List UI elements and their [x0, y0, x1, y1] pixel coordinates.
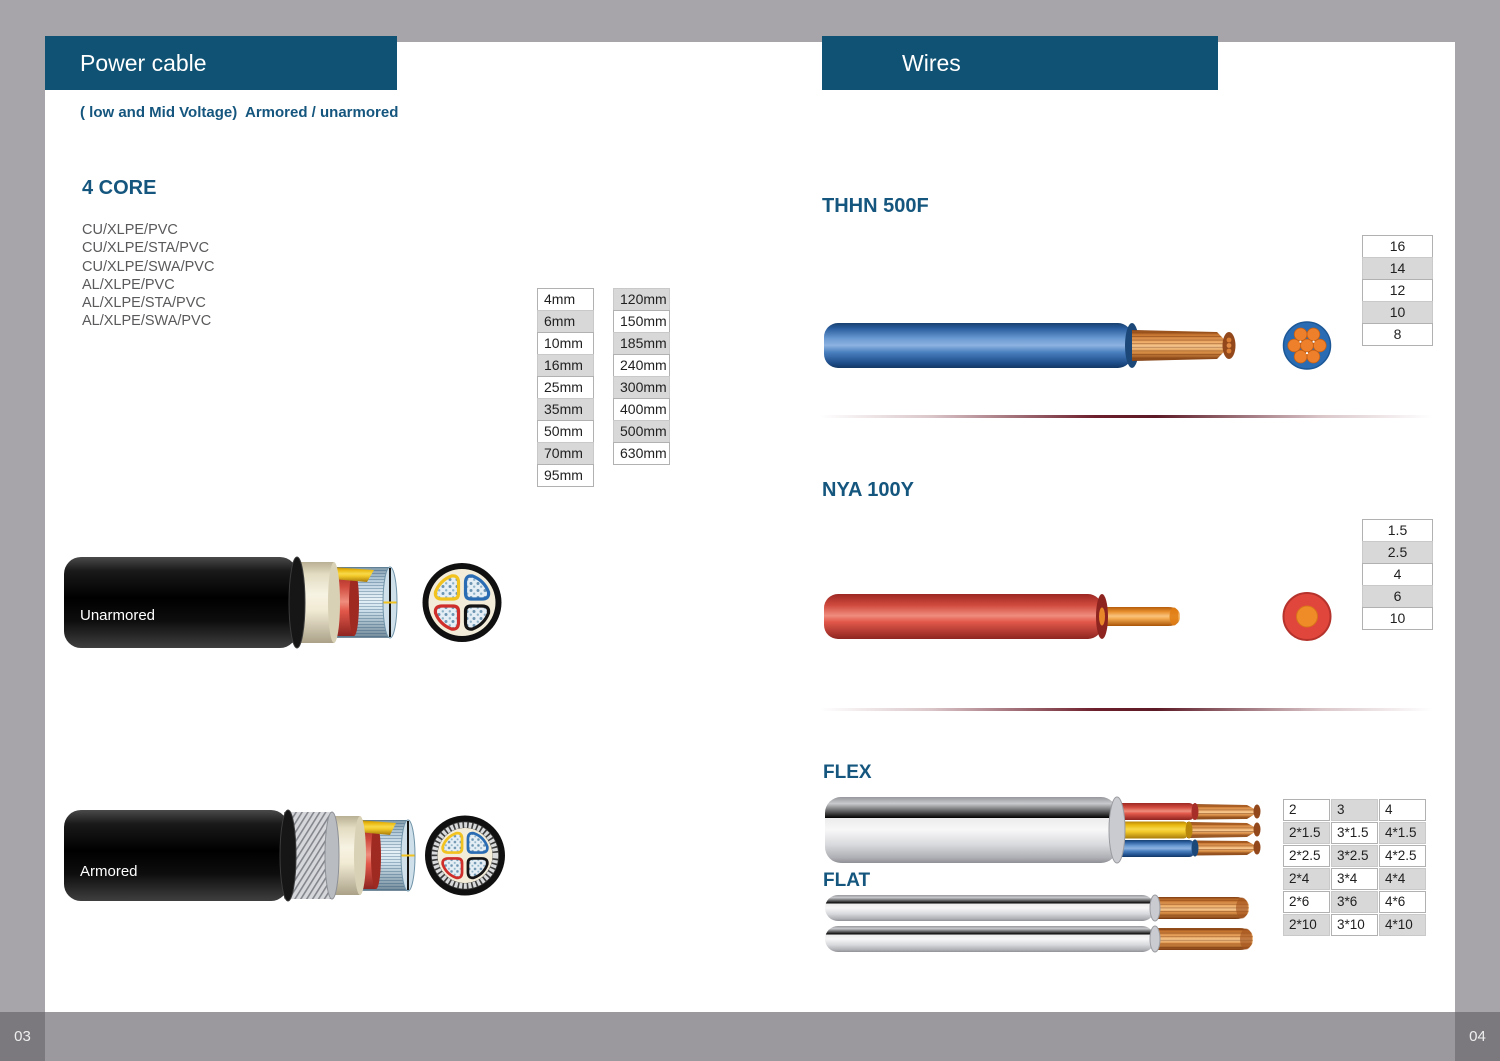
thhn-wire-illustration — [824, 321, 1332, 370]
size-cell: 300mm — [613, 376, 670, 399]
grid-cell: 4*6 — [1379, 891, 1426, 913]
size-cell: 95mm — [537, 464, 594, 487]
size-cell: 185mm — [613, 332, 670, 355]
size-cell: 16 — [1362, 235, 1433, 258]
size-table-col2: 120mm 150mm 185mm 240mm 300mm 400mm 500m… — [613, 288, 670, 465]
grid-cell: 2*6 — [1283, 891, 1330, 913]
four-core-heading: 4 CORE — [82, 177, 157, 199]
cable-type-list: CU/XLPE/PVC CU/XLPE/STA/PVC CU/XLPE/SWA/… — [82, 221, 214, 331]
size-cell: 240mm — [613, 354, 670, 377]
size-cell: 120mm — [613, 288, 670, 311]
size-cell: 10 — [1362, 607, 1433, 630]
armored-cable-illustration — [64, 809, 505, 902]
grid-cell: 2*4 — [1283, 868, 1330, 890]
flat-cable-illustration — [825, 894, 1253, 953]
size-cell: 4 — [1362, 563, 1433, 586]
flex-cable-illustration — [825, 796, 1261, 864]
thhn-size-table: 16 14 12 10 8 — [1362, 235, 1433, 346]
flex-heading: FLEX — [823, 762, 872, 783]
unarmored-label: Unarmored — [80, 607, 156, 624]
nya-size-table: 1.5 2.5 4 6 10 — [1362, 519, 1433, 630]
size-cell: 6mm — [537, 310, 594, 333]
section-separator — [820, 415, 1432, 418]
thhn-cross-section — [1282, 321, 1332, 370]
grid-cell: 3*2.5 — [1331, 845, 1378, 867]
size-cell: 35mm — [537, 398, 594, 421]
page-number-left: 03 — [0, 1012, 45, 1061]
size-cell: 50mm — [537, 420, 594, 443]
grid-cell: 4*2.5 — [1379, 845, 1426, 867]
size-cell: 4mm — [537, 288, 594, 311]
grid-cell: 4*10 — [1379, 914, 1426, 936]
armored-cross-section — [425, 815, 505, 896]
grid-cell: 3*6 — [1331, 891, 1378, 913]
size-cell: 70mm — [537, 442, 594, 465]
grid-cell: 2*1.5 — [1283, 822, 1330, 844]
page-number-right: 04 — [1455, 1012, 1500, 1061]
cable-type: CU/XLPE/PVC — [82, 222, 178, 238]
grid-cell: 4*1.5 — [1379, 822, 1426, 844]
cable-type: AL/XLPE/STA/PVC — [82, 295, 206, 312]
size-cell: 1.5 — [1362, 519, 1433, 542]
nya-wire-illustration — [824, 592, 1332, 641]
unarmored-cable-illustration — [64, 556, 502, 649]
size-cell: 8 — [1362, 323, 1433, 346]
cable-type: CU/XLPE/STA/PVC — [82, 240, 210, 257]
nya-cross-section — [1282, 592, 1332, 641]
size-table-col1: 4mm 6mm 10mm 16mm 25mm 35mm 50mm 70mm 95… — [537, 288, 594, 487]
grid-cell: 2*10 — [1283, 914, 1330, 936]
size-cell: 10mm — [537, 332, 594, 355]
size-cell: 150mm — [613, 310, 670, 333]
section-separator — [820, 708, 1432, 711]
footer-band — [0, 1012, 1500, 1061]
thhn-heading: THHN 500F — [822, 195, 929, 217]
size-cell: 10 — [1362, 301, 1433, 324]
unarmored-cross-section — [422, 563, 502, 642]
wires-banner: Wires — [822, 36, 1218, 90]
size-cell: 6 — [1362, 585, 1433, 608]
grid-cell: 4 — [1379, 799, 1426, 821]
flat-heading: FLAT — [823, 870, 871, 891]
grid-cell: 2*2.5 — [1283, 845, 1330, 867]
size-cell: 25mm — [537, 376, 594, 399]
grid-cell: 2 — [1283, 799, 1330, 821]
flex-flat-size-grid: 2 3 4 2*1.5 3*1.5 4*1.5 2*2.5 3*2.5 4*2.… — [1283, 799, 1426, 936]
grid-cell: 3*10 — [1331, 914, 1378, 936]
power-cable-banner: Power cable — [45, 36, 397, 90]
voltage-subtitle: ( low and Mid Voltage) Armored / unarmor… — [80, 104, 399, 121]
size-cell: 500mm — [613, 420, 670, 443]
cable-type: AL/XLPE/SWA/PVC — [82, 313, 212, 330]
grid-cell: 3*4 — [1331, 868, 1378, 890]
grid-cell: 4*4 — [1379, 868, 1426, 890]
grid-cell: 3 — [1331, 799, 1378, 821]
size-cell: 2.5 — [1362, 541, 1433, 564]
armored-label: Armored — [80, 863, 138, 880]
size-cell: 12 — [1362, 279, 1433, 302]
size-cell: 400mm — [613, 398, 670, 421]
wires-banner-title: Wires — [902, 49, 961, 76]
cable-type: CU/XLPE/SWA/PVC — [82, 258, 215, 275]
size-cell: 14 — [1362, 257, 1433, 280]
power-cable-banner-title: Power cable — [80, 49, 207, 76]
grid-cell: 3*1.5 — [1331, 822, 1378, 844]
nya-heading: NYA 100Y — [822, 479, 914, 501]
size-cell: 630mm — [613, 442, 670, 465]
cable-type: AL/XLPE/PVC — [82, 276, 175, 293]
size-cell: 16mm — [537, 354, 594, 377]
